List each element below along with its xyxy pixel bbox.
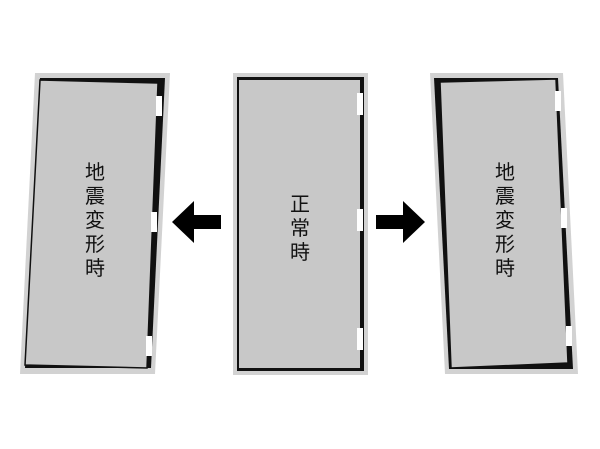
right-label-char: 形: [495, 232, 515, 256]
right-hinge-bottom: [566, 326, 572, 346]
right-panel-label: 地 震 変 形 時: [495, 160, 515, 280]
right-hinge-middle: [561, 208, 567, 228]
left-deformed-door: 地 震 変 形 時: [20, 73, 170, 374]
arrow-right-icon: [376, 201, 425, 243]
right-label-char: 変: [495, 208, 515, 232]
right-door-panel: [439, 78, 569, 369]
left-label-char: 形: [85, 232, 105, 256]
left-hinge-middle: [151, 212, 157, 232]
left-label-char: 地: [85, 160, 105, 184]
arrow-left-icon: [172, 201, 221, 243]
center-label-char: 正: [290, 192, 310, 216]
center-hinge-middle: [357, 209, 363, 231]
right-hinge-top: [555, 91, 561, 111]
right-label-char: 震: [495, 184, 515, 208]
center-hinge-top: [357, 93, 363, 115]
left-panel-label: 地 震 変 形 時: [85, 160, 105, 280]
right-label-char: 地: [495, 160, 515, 184]
center-label-char: 常: [290, 216, 310, 240]
center-panel-label: 正 常 時: [290, 192, 310, 264]
left-label-char: 震: [85, 184, 105, 208]
center-door-panel: [239, 80, 360, 368]
center-label-char: 時: [290, 240, 310, 264]
center-hinge-bottom: [357, 328, 363, 350]
left-label-char: 変: [85, 208, 105, 232]
left-door-panel: [24, 79, 159, 369]
right-deformed-door: 地 震 変 形 時: [430, 73, 578, 374]
right-label-char: 時: [495, 256, 515, 280]
left-label-char: 時: [85, 256, 105, 280]
center-normal-door: 正 常 時: [233, 73, 368, 375]
left-hinge-bottom: [146, 336, 152, 356]
left-hinge-top: [156, 96, 162, 116]
